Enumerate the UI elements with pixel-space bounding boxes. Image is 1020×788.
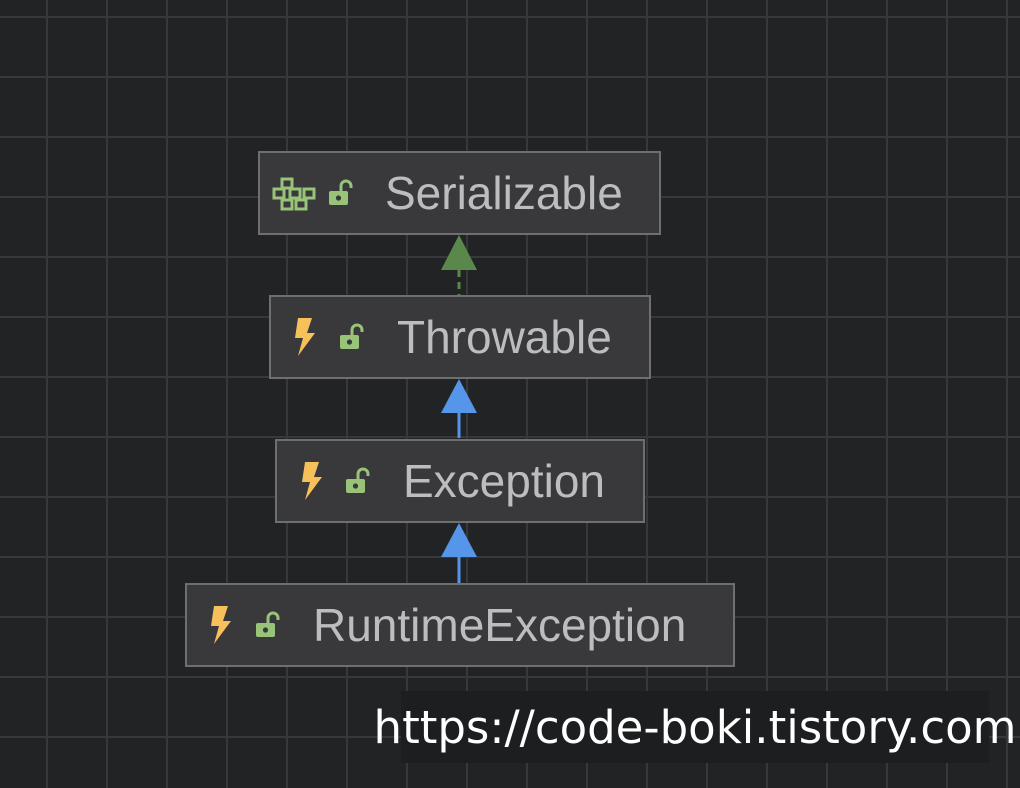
unlock-icon xyxy=(346,467,370,493)
watermark-url: https://code-boki.tistory.com xyxy=(374,691,1016,763)
implements-arrowhead xyxy=(441,235,477,270)
edge-runtimeexception-extends-exception xyxy=(441,523,477,583)
class-node-exception[interactable]: Exception xyxy=(275,439,645,523)
unlock-icon xyxy=(256,611,280,637)
class-name: RuntimeException xyxy=(313,599,687,651)
edge-throwable-implements-serializable xyxy=(441,235,477,295)
unlock-icon xyxy=(329,179,353,205)
lightning-icon xyxy=(211,606,231,644)
class-node-serializable[interactable]: Serializable xyxy=(258,151,661,235)
lightning-icon xyxy=(302,462,322,500)
extends-arrowhead xyxy=(441,379,477,413)
class-node-throwable[interactable]: Throwable xyxy=(269,295,651,379)
class-name: Exception xyxy=(403,455,606,507)
unlock-icon xyxy=(340,323,364,349)
class-node-runtimeexception[interactable]: RuntimeException xyxy=(185,583,735,667)
edge-exception-extends-throwable xyxy=(441,379,477,438)
interface-icon xyxy=(272,177,316,211)
class-name: Throwable xyxy=(397,311,612,363)
extends-arrowhead xyxy=(441,523,477,557)
class-name: Serializable xyxy=(385,167,623,219)
lightning-icon xyxy=(295,318,315,356)
